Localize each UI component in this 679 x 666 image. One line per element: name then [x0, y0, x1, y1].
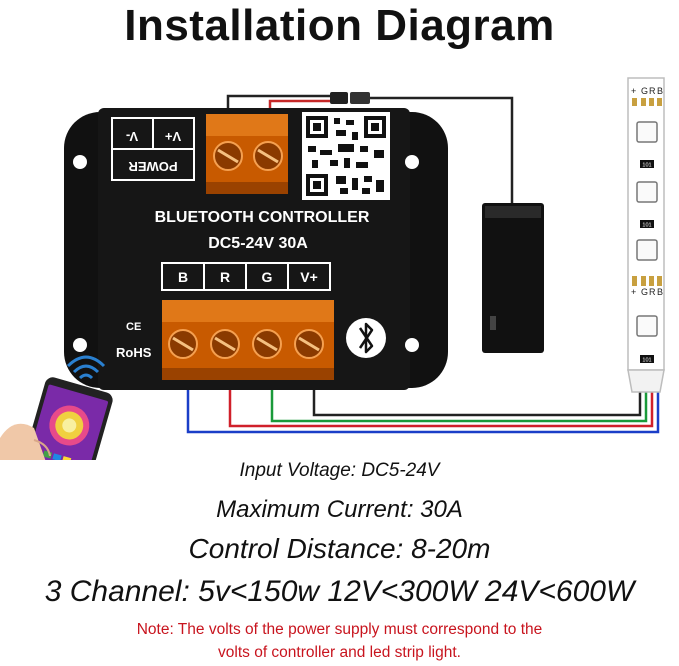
led-strip: + G R B 101 101 101 + G R B [627, 77, 665, 393]
mount-hole-bl [73, 338, 87, 352]
adapter-body [482, 203, 544, 353]
installation-diagram: V- V+ POWER BLUETOOTH CONTROLLER [0, 77, 665, 460]
channel-label-vplus: V+ [300, 269, 318, 285]
spec-max-current: Maximum Current: 30A [216, 496, 463, 523]
spec-channel: 3 Channel: 5v<150w 12V<300W 24V<600W [44, 575, 635, 608]
dc-connector-right [350, 92, 370, 104]
note-line-1: Note: The volts of the power supply must… [136, 621, 543, 638]
strip-label-b-top: B [657, 86, 663, 96]
wire-red [228, 380, 654, 428]
strip-label-r-top: R [649, 86, 656, 96]
spec-control-distance: Control Distance: 8-20m [188, 533, 491, 564]
strip-label-plus-mid: + [631, 287, 636, 297]
power-adapter [482, 203, 544, 353]
chip-label-2: 101 [642, 223, 651, 229]
power-minus-label: V- [126, 129, 138, 144]
output-wires [186, 380, 660, 434]
controller-rating: DC5-24V 30A [208, 235, 308, 252]
strip-end-cap [627, 369, 665, 393]
strip-label-g-top: G [641, 86, 648, 96]
power-plus-label: V+ [164, 129, 181, 144]
strip-label-plus-top: + [631, 86, 636, 96]
wire-blue [186, 380, 660, 434]
chip-label-3: 101 [642, 358, 651, 364]
channel-label-r: R [220, 269, 230, 285]
power-wire-to-adapter [370, 96, 514, 204]
page-title: Installation Diagram [124, 1, 555, 50]
channel-label-b: B [178, 269, 188, 285]
mount-hole-tl [73, 155, 87, 169]
strip-label-r-mid: R [649, 287, 656, 297]
wire-green [270, 380, 648, 423]
wireless-signal-icon [72, 364, 100, 374]
mount-hole-tr [405, 155, 419, 169]
spec-input-voltage: Input Voltage: DC5-24V [239, 460, 440, 481]
power-label: POWER [128, 159, 178, 174]
smartphone [0, 355, 113, 460]
controller-name: BLUETOOTH CONTROLLER [155, 209, 370, 226]
mount-hole-br [405, 338, 419, 352]
strip-label-b-mid: B [657, 287, 663, 297]
strip-label-g-mid: G [641, 287, 648, 297]
wire-black [312, 380, 642, 417]
note-line-2: volts of controller and led strip light. [218, 644, 461, 661]
ce-mark: CE [126, 321, 141, 333]
chip-label-1: 101 [642, 163, 651, 169]
controller: V- V+ POWER BLUETOOTH CONTROLLER [64, 108, 448, 390]
qr-code [302, 112, 390, 200]
channel-label-g: G [262, 269, 273, 285]
dc-connector-left [330, 92, 348, 104]
rohs-mark: RoHS [116, 345, 152, 360]
hand [0, 423, 46, 460]
